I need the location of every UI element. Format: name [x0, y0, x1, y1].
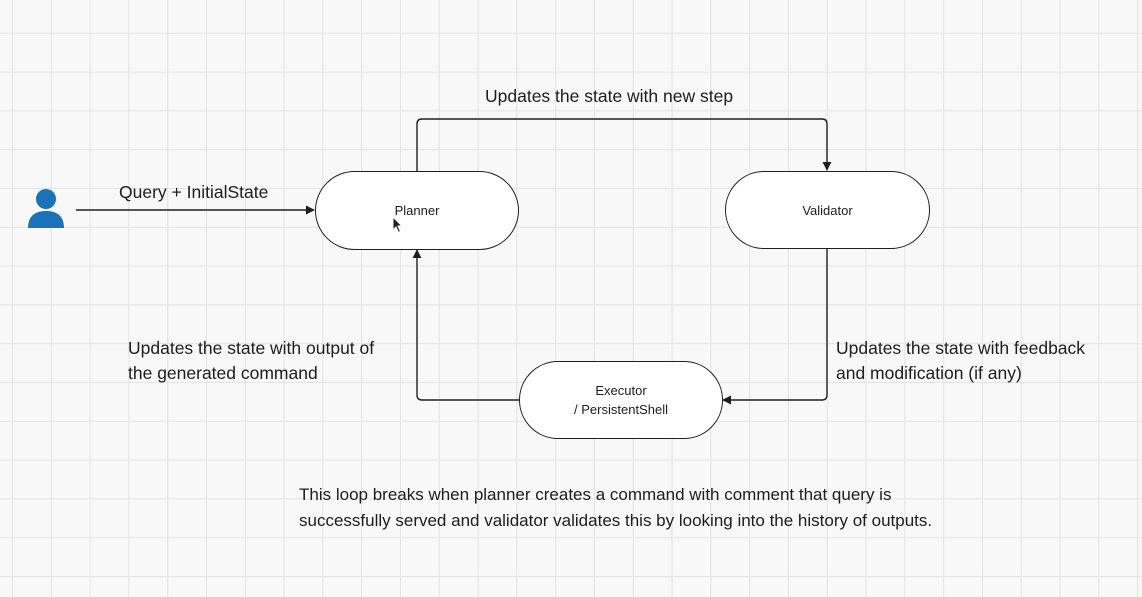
executor-to-planner-edge-label-line2: the generated command — [128, 363, 318, 383]
validator-label: Validator — [802, 202, 853, 218]
planner-node[interactable]: Planner — [315, 171, 519, 250]
executor-label-line2: / PersistentShell — [574, 402, 668, 417]
planner-to-validator-edge-label: Updates the state with new step — [485, 86, 734, 106]
validator-to-executor-edge-label-line2: and modification (if any) — [836, 363, 1022, 383]
executor-label-line1: Executor — [595, 383, 647, 398]
validator-node[interactable]: Validator — [725, 171, 930, 249]
planner-label: Planner — [394, 203, 440, 218]
edge-validator-to-executor — [722, 249, 828, 405]
edge-planner-to-validator — [416, 118, 832, 171]
executor-to-planner-edge-label-line1: Updates the state with output of — [128, 338, 375, 358]
validator-to-executor-edge-label-line1: Updates the state with feedback — [836, 338, 1086, 358]
query-edge-label: Query + InitialState — [119, 182, 269, 202]
user-icon — [28, 189, 64, 228]
executor-node[interactable]: Executor / PersistentShell — [519, 361, 723, 439]
loop-break-note-line2: successfully served and validator valida… — [299, 511, 933, 530]
loop-break-note-line1: This loop breaks when planner creates a … — [299, 485, 892, 504]
mouse-cursor-icon — [392, 216, 404, 234]
edge-executor-to-planner — [412, 249, 519, 401]
